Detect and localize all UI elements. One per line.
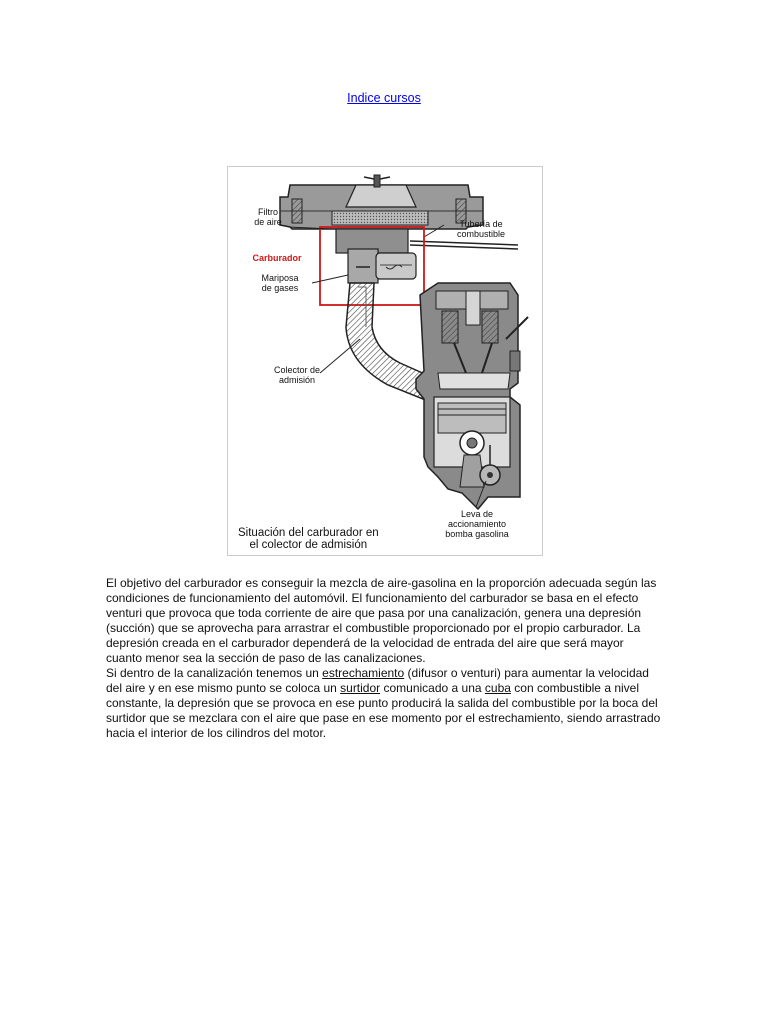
carburetor-label: Carburador: [252, 253, 302, 263]
fuel-pipe-label: Tubería de combustible: [446, 219, 516, 239]
paragraph-venturi-part-a: Si dentro de la canalización tenemos un: [106, 666, 323, 680]
air-filter-label-line-2: de aire: [254, 217, 282, 227]
intake-manifold-label-line-2: admisión: [278, 375, 316, 385]
fuel-pipe-label-line-1: Tubería de: [459, 219, 503, 229]
leader-lines: [287, 226, 487, 508]
index-courses-link[interactable]: Indice cursos: [347, 91, 421, 105]
fuel-pump-cam-label: Leva de accionamiento bomba gasolina: [432, 509, 522, 539]
surtidor-term: surtidor: [340, 681, 381, 695]
paragraph-venturi-part-c: comunicado a una: [380, 681, 485, 695]
estrechamiento-term: estrechamiento: [322, 666, 405, 680]
fuel-pipe-label-line-2: combustible: [456, 229, 506, 239]
fuel-pump-cam-label-line-3: bomba gasolina: [445, 529, 509, 539]
fuel-pump-cam-label-line-2: accionamiento: [447, 519, 507, 529]
throttle-label-line-2: de gases: [261, 283, 299, 293]
fuel-pump-cam-label-line-1: Leva de: [460, 509, 494, 519]
figure-caption: Situación del carburador en el colector …: [238, 527, 379, 551]
fuel-pipe-shape: [409, 224, 519, 250]
paragraph-venturi: Si dentro de la canalización tenemos un …: [106, 666, 662, 741]
carburetor-diagram: Filtro de aire Tubería de combustible Ca…: [227, 166, 543, 556]
paragraph-venturi-part-d: con combustible a nivel constante, la de…: [106, 681, 661, 740]
air-filter-shape: [279, 174, 484, 230]
throttle-label-line-1: Mariposa: [261, 273, 299, 283]
intake-manifold-label: Colector de admisión: [264, 365, 330, 385]
throttle-label: Mariposa de gases: [252, 273, 308, 293]
paragraph-intro: El objetivo del carburador es conseguir …: [106, 576, 657, 665]
intake-manifold-label-line-1: Colector de: [273, 365, 321, 375]
figure-caption-line-2: el colector de admisión: [249, 539, 368, 551]
figure-caption-line-1: Situación del carburador en: [238, 527, 379, 539]
carburetor-body-shape: [335, 228, 417, 284]
air-filter-label-line-1: Filtro: [258, 207, 278, 217]
paragraph-venturi-part-b: (difusor o venturi) para aumentar la vel…: [106, 666, 649, 695]
air-filter-label: Filtro de aire: [246, 207, 290, 227]
carburetor-drawing: [279, 174, 529, 511]
article-text: El objetivo del carburador es conseguir …: [106, 576, 662, 741]
engine-block-shape: [415, 282, 529, 511]
cuba-term: cuba: [484, 681, 511, 695]
